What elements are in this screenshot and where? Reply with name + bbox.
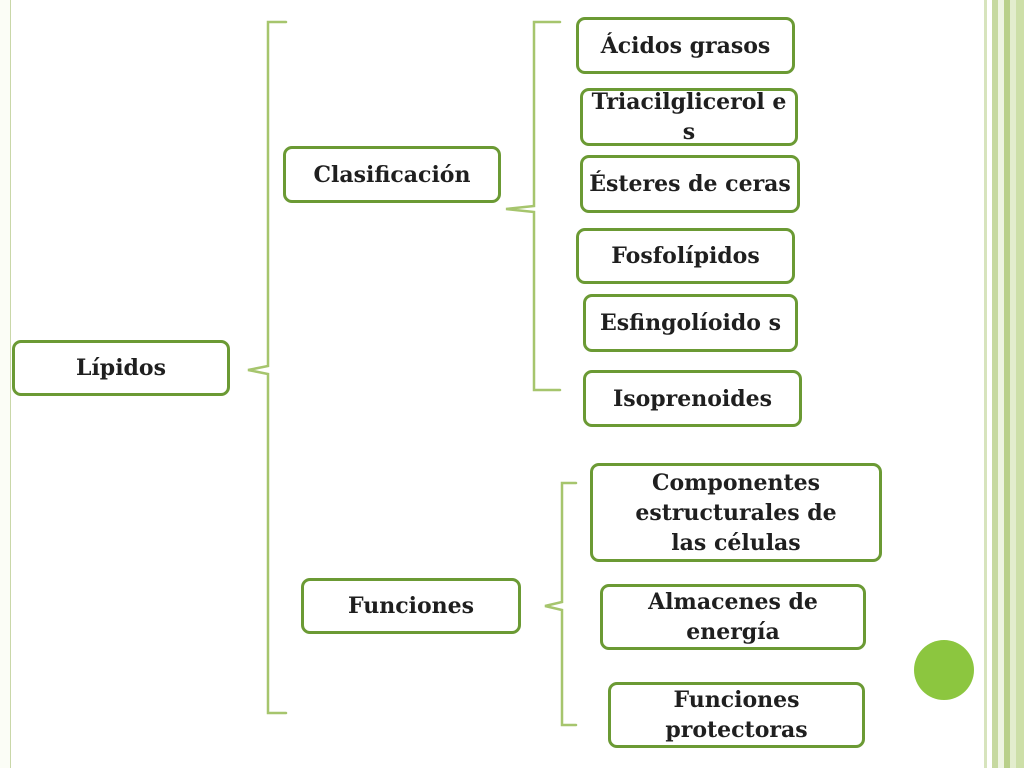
node-esteres-de-ceras-label: Ésteres de ceras	[589, 171, 791, 197]
node-clasificacion: Clasificación	[283, 146, 501, 203]
node-esfingolipidos-label: Esfingolíoido s	[599, 310, 782, 336]
node-funciones-label: Funciones	[347, 593, 475, 619]
node-esfingolipidos: Esfingolíoido s	[583, 294, 798, 352]
node-funciones-protectoras-label: Funciones protectoras	[665, 687, 808, 743]
slide-frame-left	[0, 0, 11, 768]
node-clasificacion-label: Clasificación	[313, 161, 471, 188]
brace-clasificacion	[505, 20, 562, 392]
node-componentes-estructurales-label: Componentes estructurales de las células	[635, 469, 837, 556]
node-isoprenoides: Isoprenoides	[583, 370, 802, 427]
node-almacenes-de-energia-label: Almacenes de energía	[648, 589, 818, 645]
node-acidos-grasos-label: Ácidos grasos	[600, 32, 771, 59]
decorative-green-dot	[914, 640, 974, 700]
node-funciones-protectoras: Funciones protectoras	[608, 682, 865, 748]
node-fosfolipidos-label: Fosfolípidos	[611, 243, 760, 269]
slide-frame-right-stripes	[978, 0, 1024, 768]
brace-root	[247, 20, 288, 715]
node-esteres-de-ceras: Ésteres de ceras	[580, 155, 800, 213]
node-funciones: Funciones	[301, 578, 521, 634]
node-fosfolipidos: Fosfolípidos	[576, 228, 795, 284]
node-triacilgliceroles: Triacilglicerol es	[580, 88, 798, 146]
node-isoprenoides-label: Isoprenoides	[612, 385, 773, 412]
node-lipidos: Lípidos	[12, 340, 230, 396]
brace-funciones	[544, 481, 578, 727]
node-almacenes-de-energia: Almacenes de energía	[600, 584, 866, 650]
node-triacilgliceroles-label: Triacilglicerol es	[591, 89, 787, 145]
node-acidos-grasos: Ácidos grasos	[576, 17, 795, 74]
node-lipidos-label: Lípidos	[75, 355, 166, 381]
node-componentes-estructurales: Componentes estructurales de las células	[590, 463, 882, 562]
